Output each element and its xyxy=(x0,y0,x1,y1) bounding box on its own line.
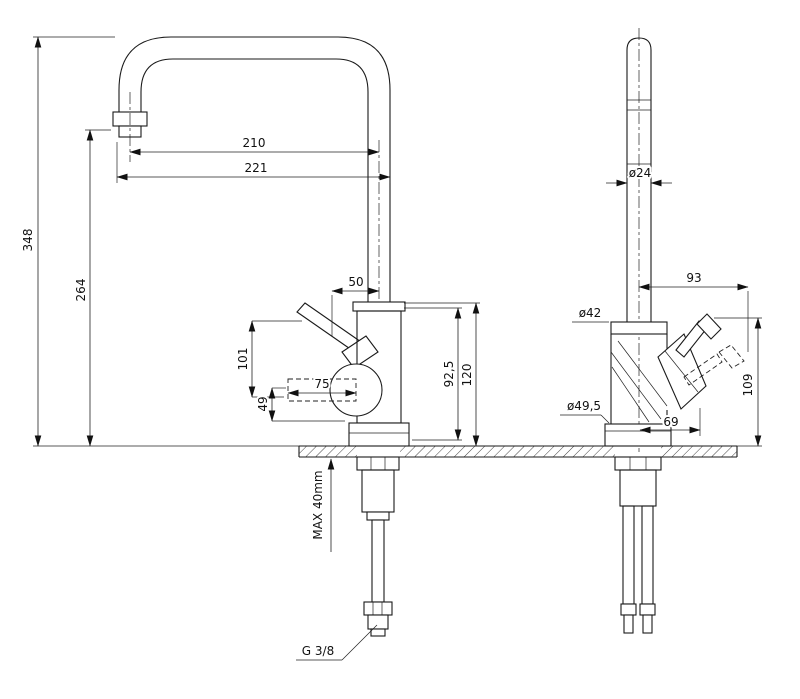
dim-label-handle-height: 101 xyxy=(236,348,250,371)
dim-label-spout-reach: 210 xyxy=(243,136,266,150)
dim-label-handle-side-reach: 93 xyxy=(686,271,701,285)
front-view-faucet xyxy=(112,36,410,637)
dim-label-thread-size: G 3/8 xyxy=(302,644,334,658)
dimension-lines xyxy=(33,36,762,661)
dim-label-cartridge-height: 49 xyxy=(256,396,270,411)
side-view-faucet xyxy=(604,28,745,634)
dim-label-max-counter-thickness: MAX 40mm xyxy=(311,470,325,539)
dim-label-spout-reach-outer: 221 xyxy=(245,161,268,175)
dim-label-base-diameter: ø49,5 xyxy=(567,399,601,413)
dim-label-handle-side-height: 109 xyxy=(741,374,755,397)
dim-label-body-height: 92,5 xyxy=(442,361,456,388)
dim-label-handle-reach: 75 xyxy=(314,377,329,391)
dimension-labels: 348 264 210 221 50 101 49 75 92,5 120 ø2… xyxy=(19,134,757,660)
dim-label-pipe-diameter: ø24 xyxy=(629,166,652,180)
dim-label-top-offset: 50 xyxy=(348,275,363,289)
countertop xyxy=(298,445,738,458)
dim-label-body-diameter: ø42 xyxy=(579,306,602,320)
dim-label-outlet-height: 264 xyxy=(74,279,88,302)
dim-label-body-overall-height: 120 xyxy=(460,364,474,387)
dim-label-handle-offset: 69 xyxy=(663,415,678,429)
dim-label-total-height: 348 xyxy=(21,229,35,252)
